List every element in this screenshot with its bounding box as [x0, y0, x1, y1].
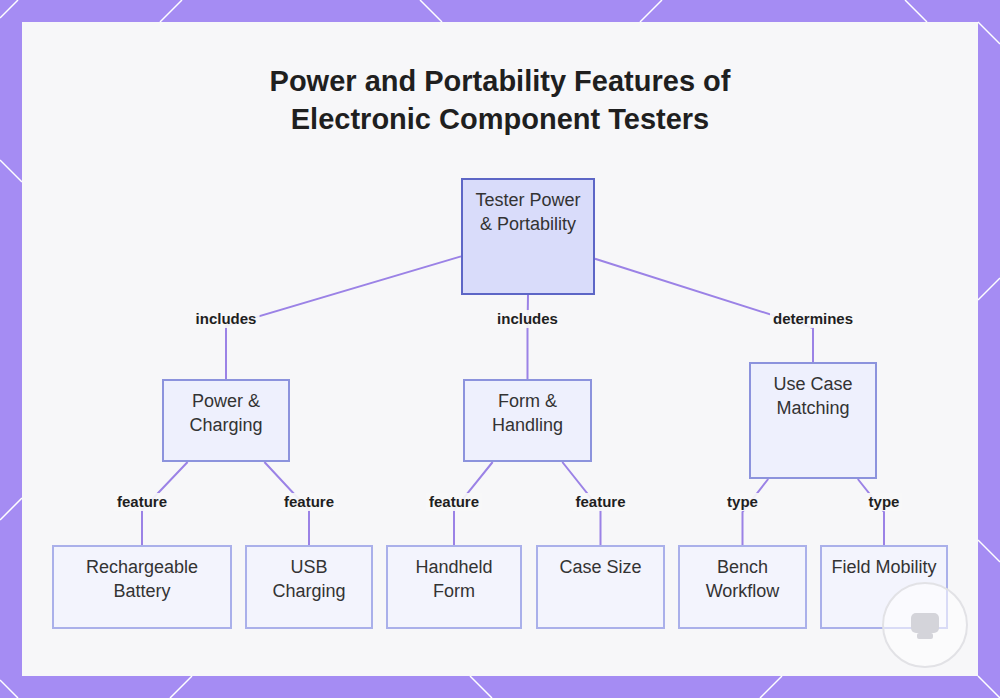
corner-line [978, 22, 1000, 44]
corner-line [470, 676, 492, 698]
node-text: Field Mobility [828, 555, 940, 579]
corner-line [0, 0, 18, 18]
node-text: USB Charging [253, 555, 365, 603]
corner-line [978, 278, 1000, 300]
concept-box: Field Mobility [820, 545, 948, 629]
connector-line [743, 479, 769, 545]
logo-icon [917, 633, 933, 639]
corner-line [0, 160, 22, 182]
node-text: Case Size [544, 555, 657, 579]
corner-line [640, 0, 662, 22]
corner-line [978, 676, 1000, 698]
concept-box: Form & Handling [463, 379, 592, 462]
edge-label: feature [114, 493, 170, 511]
corner-line [0, 498, 22, 520]
logo-badge [883, 583, 967, 667]
corner-line [420, 0, 442, 22]
diagram-title: Power and Portability Features of Electr… [200, 62, 800, 138]
edge-label: includes [193, 310, 260, 328]
corner-line [978, 540, 1000, 562]
concept-box: Handheld Form [386, 545, 522, 629]
edge-label: includes [494, 310, 561, 328]
edge-label: feature [572, 493, 628, 511]
node-text: Bench Workflow [686, 555, 799, 603]
connector-line [226, 256, 461, 379]
concept-box: Rechargeable Battery [52, 545, 232, 629]
corner-line [160, 0, 182, 22]
node-text: Tester Power & Portability [469, 188, 587, 236]
edge-label: type [724, 493, 761, 511]
node-text: Rechargeable Battery [60, 555, 224, 603]
concept-box: Use Case Matching [749, 362, 877, 479]
logo-icon [911, 613, 939, 633]
corner-line [0, 680, 18, 698]
corner-line [905, 0, 927, 22]
edge-label: type [866, 493, 903, 511]
edge-label: determines [770, 310, 856, 328]
node-text: Power & Charging [170, 389, 282, 437]
connector-line [858, 479, 884, 545]
connector-line [527, 295, 530, 379]
node-text: Use Case Matching [757, 372, 869, 420]
edge-label: feature [426, 493, 482, 511]
node-text: Handheld Form [394, 555, 514, 603]
concept-box: Tester Power & Portability [461, 178, 595, 295]
corner-line [170, 676, 192, 698]
concept-box: Bench Workflow [678, 545, 807, 629]
corner-line [760, 676, 782, 698]
concept-box: USB Charging [245, 545, 373, 629]
node-text: Form & Handling [471, 389, 584, 437]
concept-box: Power & Charging [162, 379, 290, 462]
concept-box: Case Size [536, 545, 665, 629]
edge-label: feature [281, 493, 337, 511]
